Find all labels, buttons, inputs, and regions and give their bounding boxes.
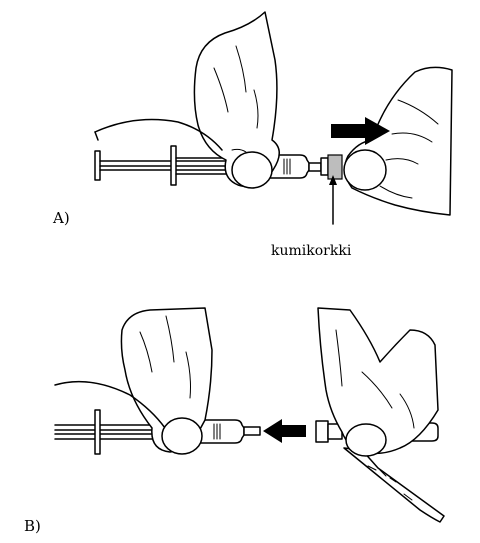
rubber-stopper-label: kumikorkki xyxy=(271,243,352,259)
panel-b-drawing xyxy=(54,307,445,523)
panel-a-drawing xyxy=(94,11,453,225)
panel-a-rubber-stopper xyxy=(327,154,343,180)
panel-b-label: B) xyxy=(24,517,41,535)
panel-a-label: A) xyxy=(53,209,70,227)
panel-b-left-hand xyxy=(54,307,213,455)
panel-b-clip-ridges xyxy=(367,465,413,501)
panel-a-stopper-pointer xyxy=(329,175,337,225)
panel-a-push-arrow xyxy=(331,117,390,145)
panel-a-right-hand xyxy=(343,66,453,216)
panel-a-left-hand xyxy=(94,11,280,189)
panel-b-pull-arrow xyxy=(263,419,306,443)
panel-b-vial-clip xyxy=(343,447,445,523)
panel-b-right-hand xyxy=(317,307,439,457)
panel-b-vial-adapter xyxy=(197,419,261,444)
panel-a-syringe xyxy=(94,145,236,186)
